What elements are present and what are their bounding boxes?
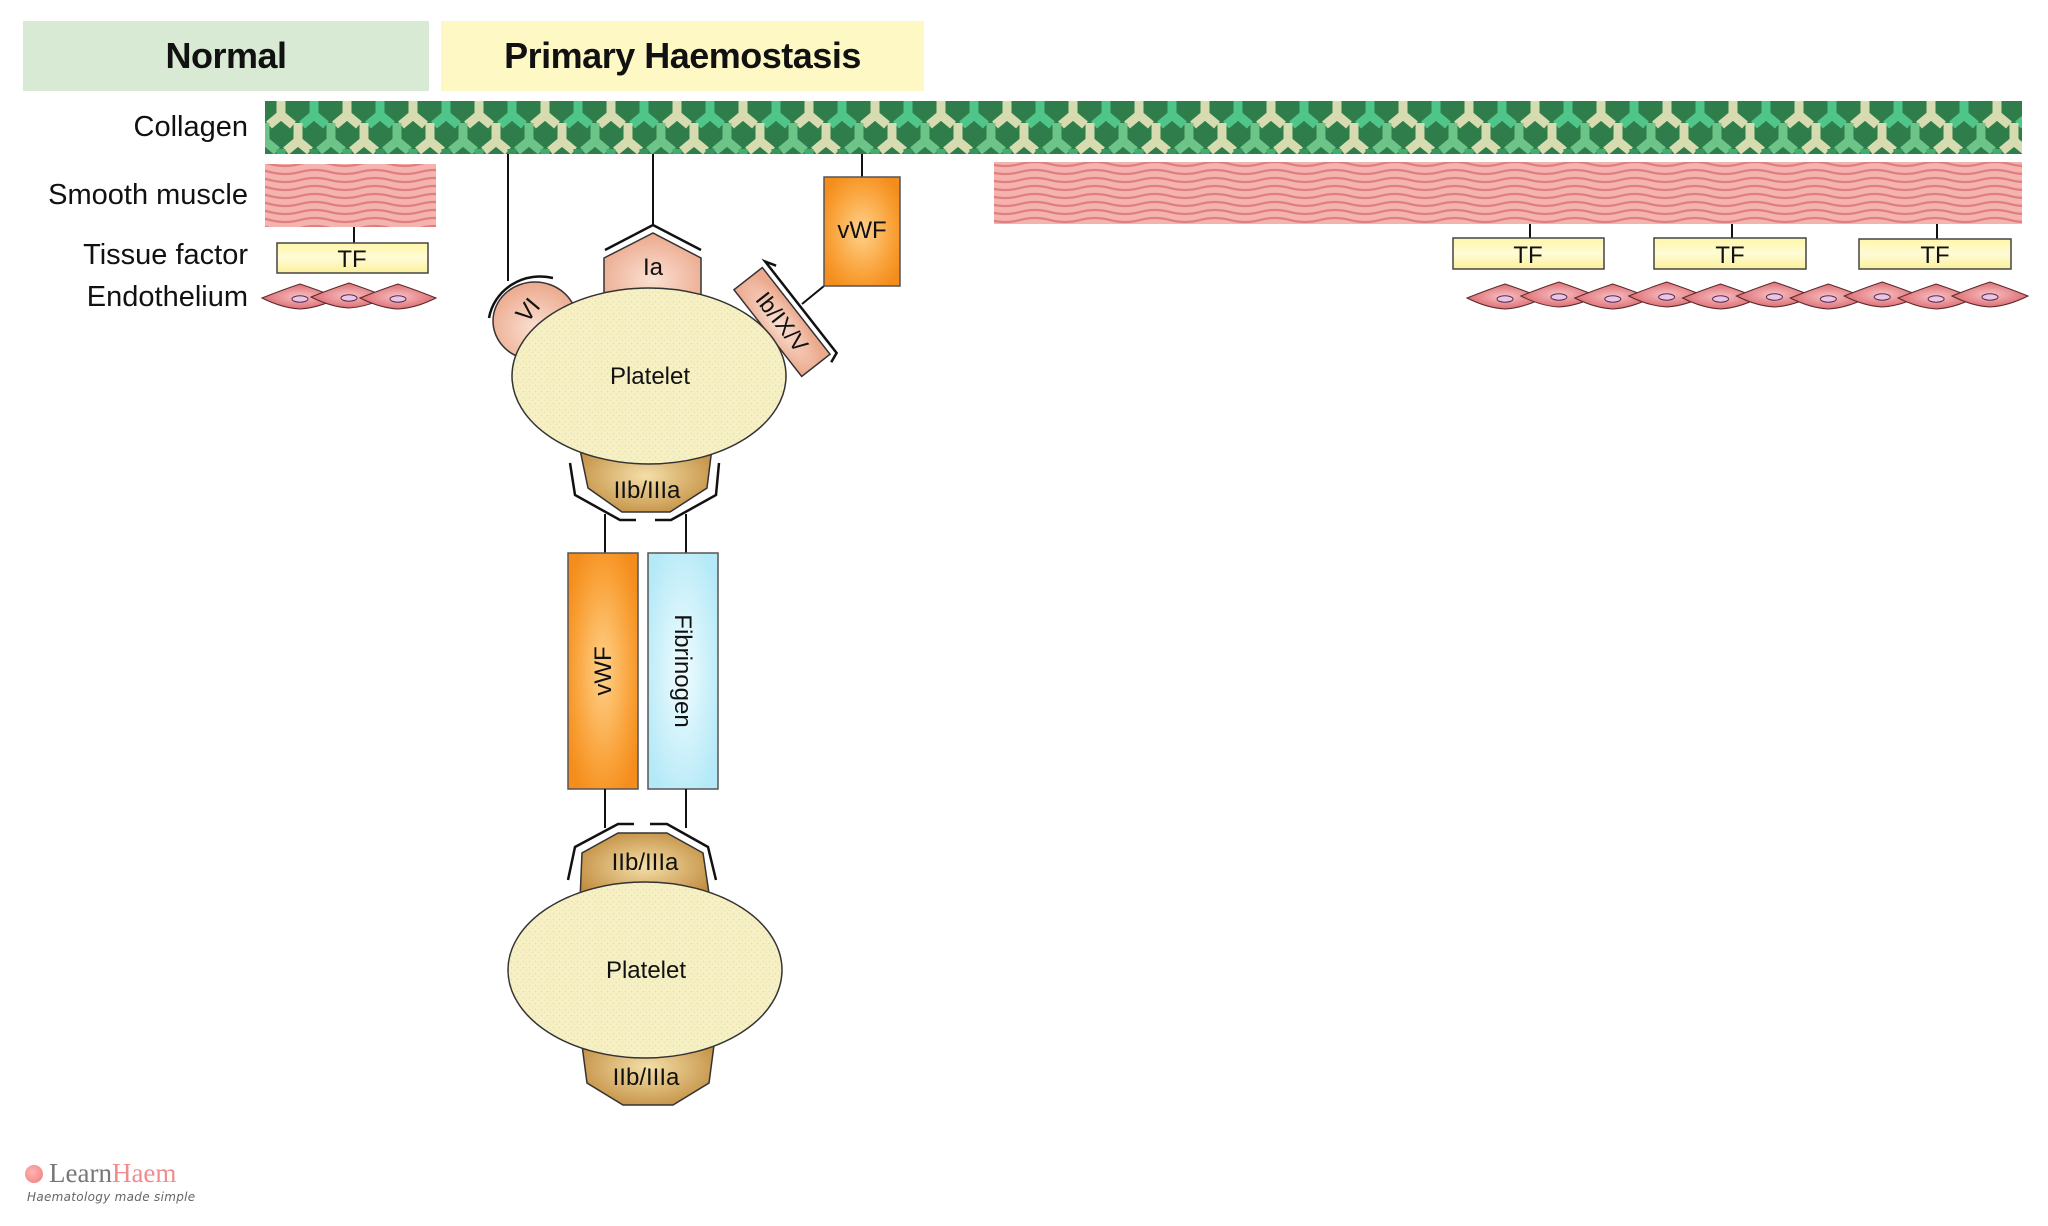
tissue-factor-right-3: TF [1858,224,2012,270]
tissue-factor-label: TF [337,246,366,273]
tissue-factor-right-1: TF [1452,224,1605,270]
platelet-aggregating: Platelet [507,881,783,1059]
section-header-primary-label: Primary Haemostasis [504,35,861,76]
row-label-collagen: Collagen [133,111,248,143]
smooth-muscle-layer-left [265,164,436,227]
vwf-label: vWF [837,217,886,244]
gp-iib-iiia-label: IIb/IIIa [614,477,681,504]
logo-title: LearnHaem [49,1158,177,1188]
gp-iib-iiia-receptor-lower-top: IIb/IIIa [566,822,718,901]
platelet-label: Platelet [606,957,686,984]
collagen-layer [265,101,2022,154]
platelet-adherent: Platelet [511,287,787,465]
gp-iib-iiia-label: IIb/IIIa [612,849,679,876]
tissue-factor-label: TF [1513,242,1542,269]
gp-iib-iiia-label: IIb/IIIa [613,1064,680,1091]
endothelium-right [1466,281,2029,310]
logo-dot-icon [25,1165,43,1183]
fibrinogen-bridge [647,552,719,790]
vwf-bridge-label: vWF [590,646,617,695]
logo-tagline: Haematology made simple [27,1190,196,1204]
row-label-tissue-factor: Tissue factor [83,239,248,271]
platelet-label: Platelet [610,363,690,390]
row-label-endothelium: Endothelium [86,281,248,313]
tissue-factor-right-2: TF [1653,224,1807,270]
smooth-muscle-layer-right [994,162,2022,224]
tissue-factor-left: TF [276,227,429,274]
section-header-primary-haemostasis: Primary Haemostasis [441,21,924,91]
gp-ia-label: Ia [643,254,664,281]
vwf-collagen-bound: vWF [823,154,901,287]
section-header-normal-label: Normal [165,35,287,76]
row-label-smooth-muscle: Smooth muscle [48,179,248,211]
vwf-bridge [567,552,639,790]
section-header-normal: Normal [23,21,429,91]
gp-ia-receptor: Ia [603,154,702,311]
fibrinogen-label: Fibrinogen [669,614,696,727]
endothelium-left [261,282,437,310]
bridging-ligands: vWF Fibrinogen [567,514,719,828]
tissue-factor-label: TF [1920,242,1949,269]
tissue-factor-label: TF [1715,242,1744,269]
